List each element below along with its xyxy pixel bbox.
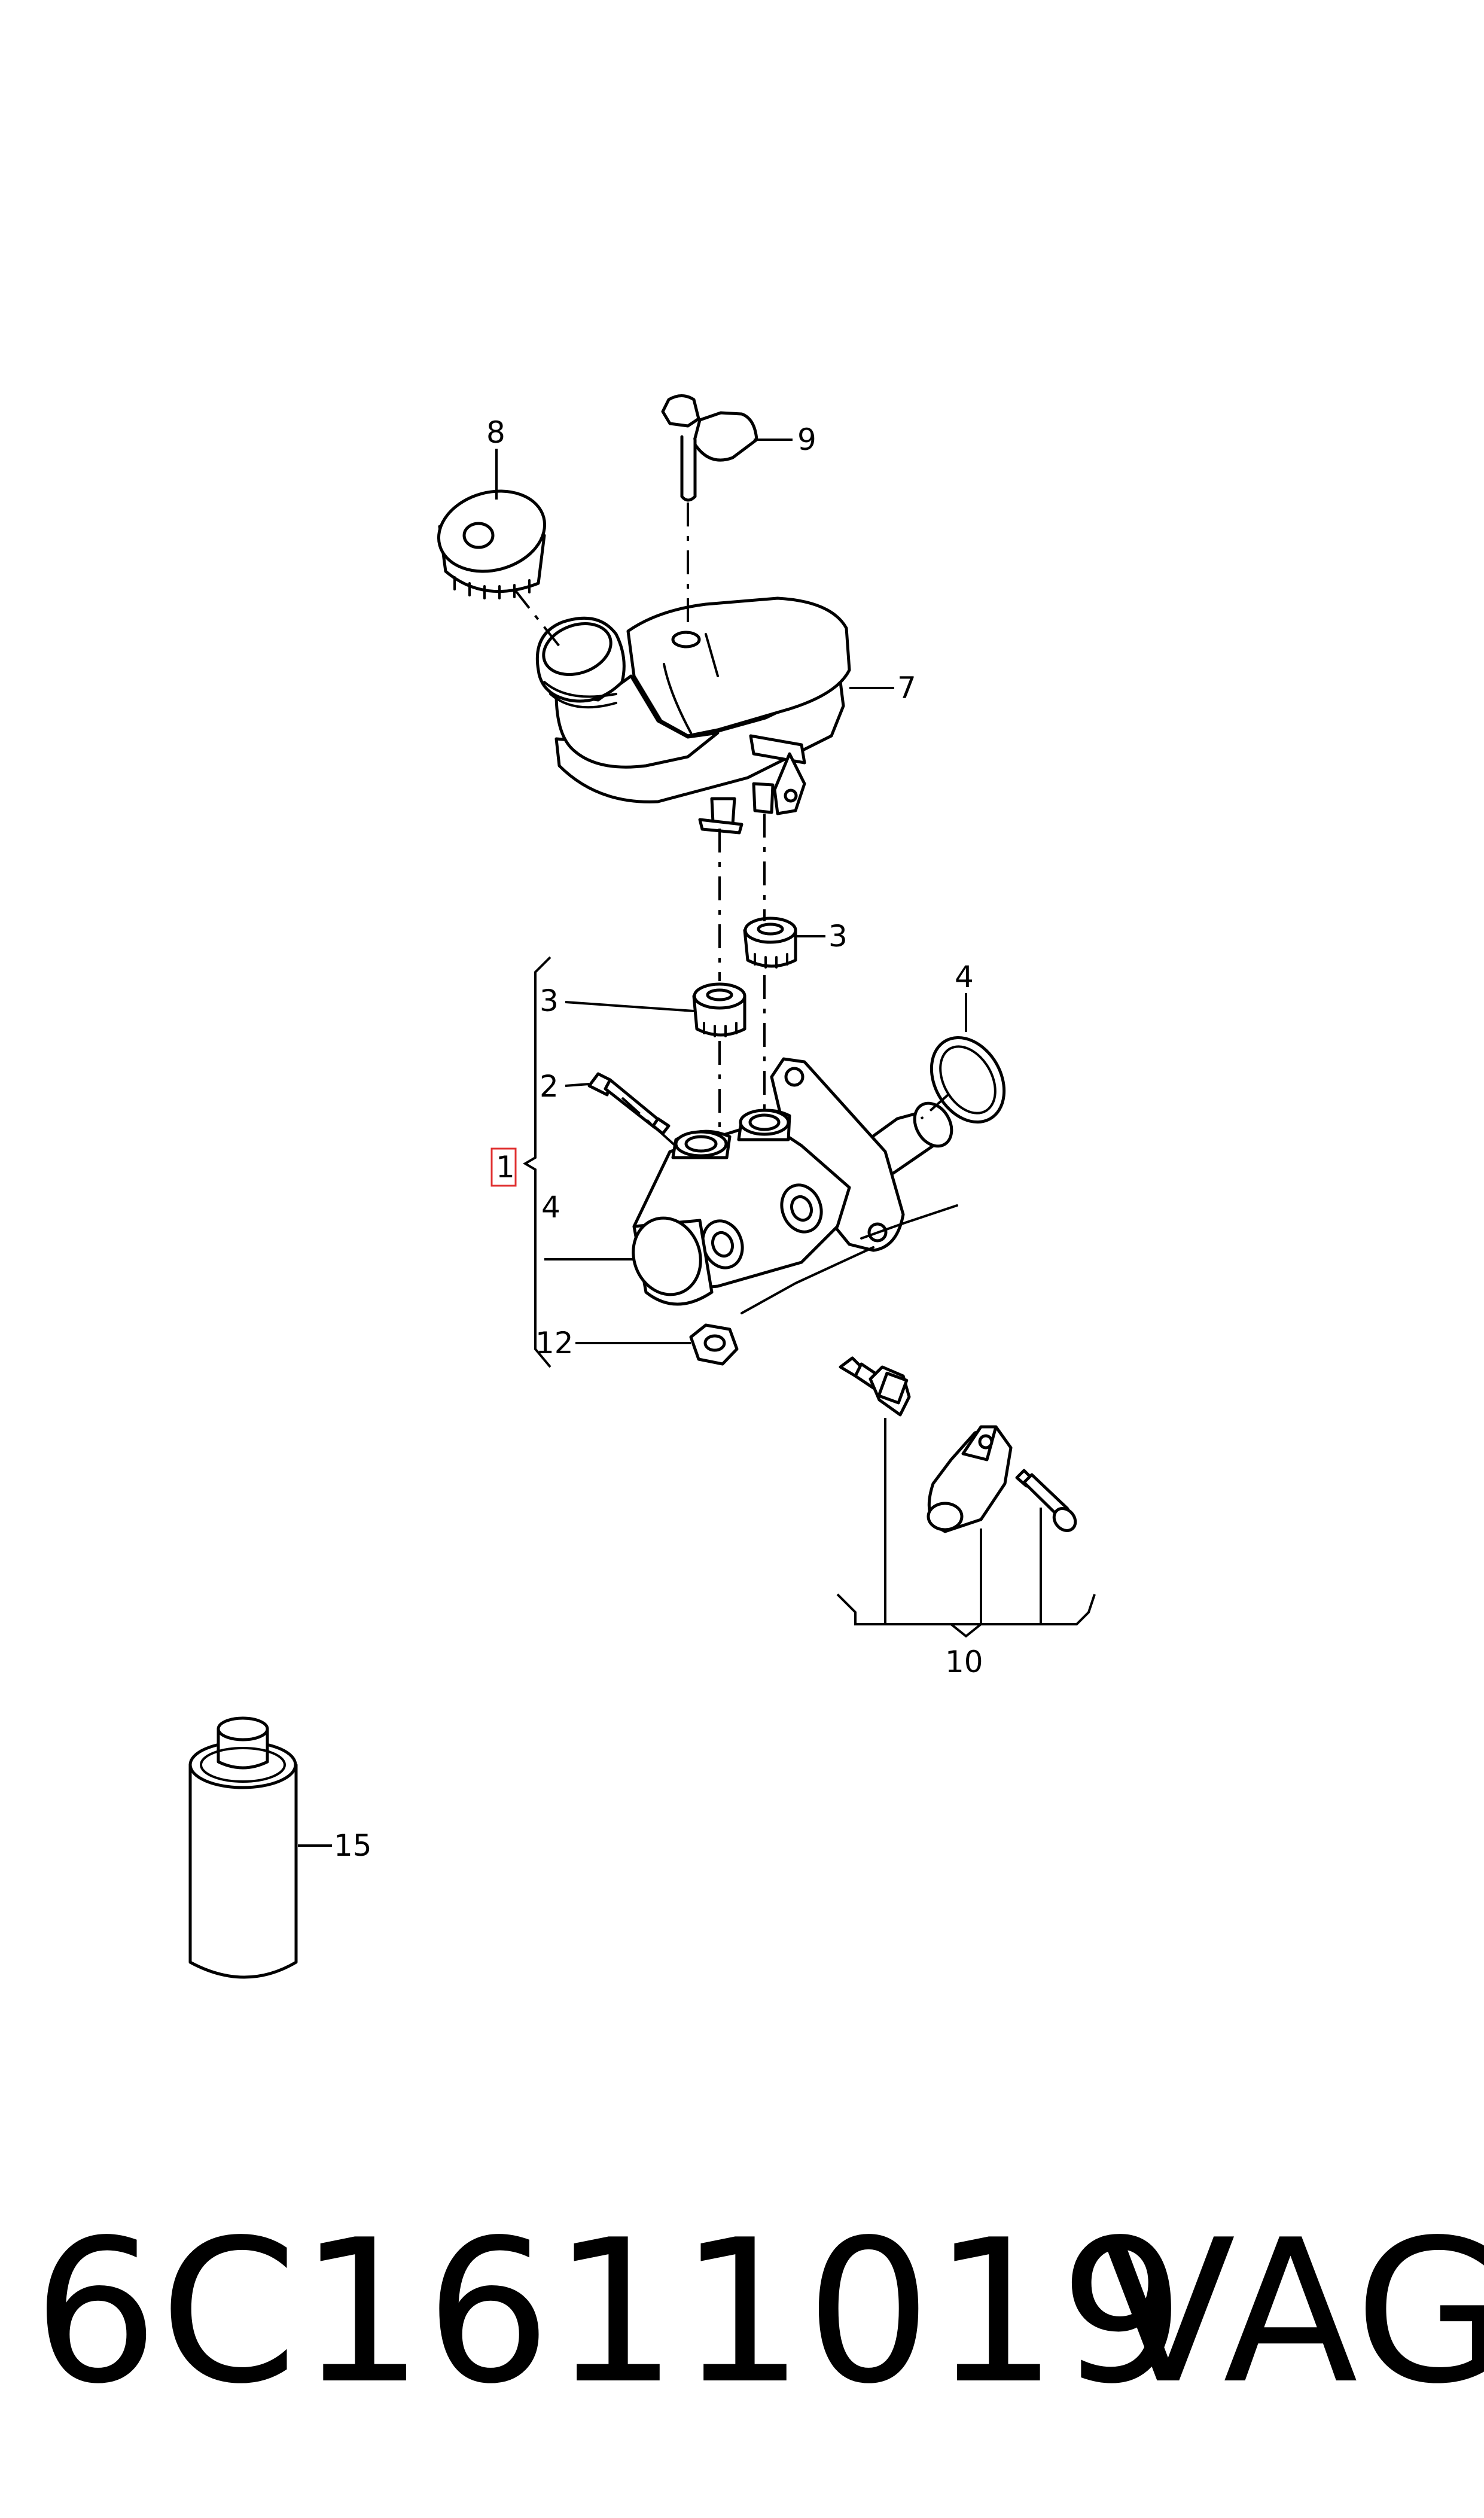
brand-name: VAG	[1101, 2197, 1484, 2427]
brake-light-switch-icon	[839, 1356, 1077, 1624]
grommet-icon	[692, 982, 746, 1037]
fluid-bottle-icon	[188, 1716, 298, 1979]
seal-ring-icon	[930, 1036, 1006, 1124]
brake-fluid-reservoir-icon	[535, 596, 851, 835]
callout-8-label: 8	[486, 415, 505, 450]
nut-icon	[689, 1323, 739, 1366]
callout-12-label: 12	[535, 1326, 574, 1360]
callout-9-label: 9	[797, 422, 816, 457]
callout-4-label: 4	[541, 1190, 560, 1225]
callout-3-label: 3	[828, 919, 848, 954]
callout-1-label: 1	[496, 1150, 515, 1185]
level-sensor-icon	[661, 394, 758, 502]
callout-3-label: 3	[540, 984, 559, 1018]
reservoir-cap-icon	[437, 489, 547, 599]
callout-10-label: 10	[945, 1645, 983, 1679]
callout-15-label: 15	[334, 1828, 372, 1863]
callout-7-label: 7	[897, 671, 916, 705]
callout-4-label: 4	[955, 960, 974, 994]
leader-lines	[298, 439, 1096, 1847]
connector-lines	[513, 503, 949, 1153]
callout-2-label: 2	[540, 1069, 559, 1104]
part-number: 6C1611019	[33, 2197, 1187, 2427]
grommet-icon	[743, 917, 797, 969]
master-cylinder-icon	[632, 1057, 958, 1314]
callout-1-highlight-box	[490, 1147, 517, 1187]
exploded-parts-diagram: 1 2 3 3 4 4 7 8 9 10 12 15	[188, 394, 1096, 1979]
